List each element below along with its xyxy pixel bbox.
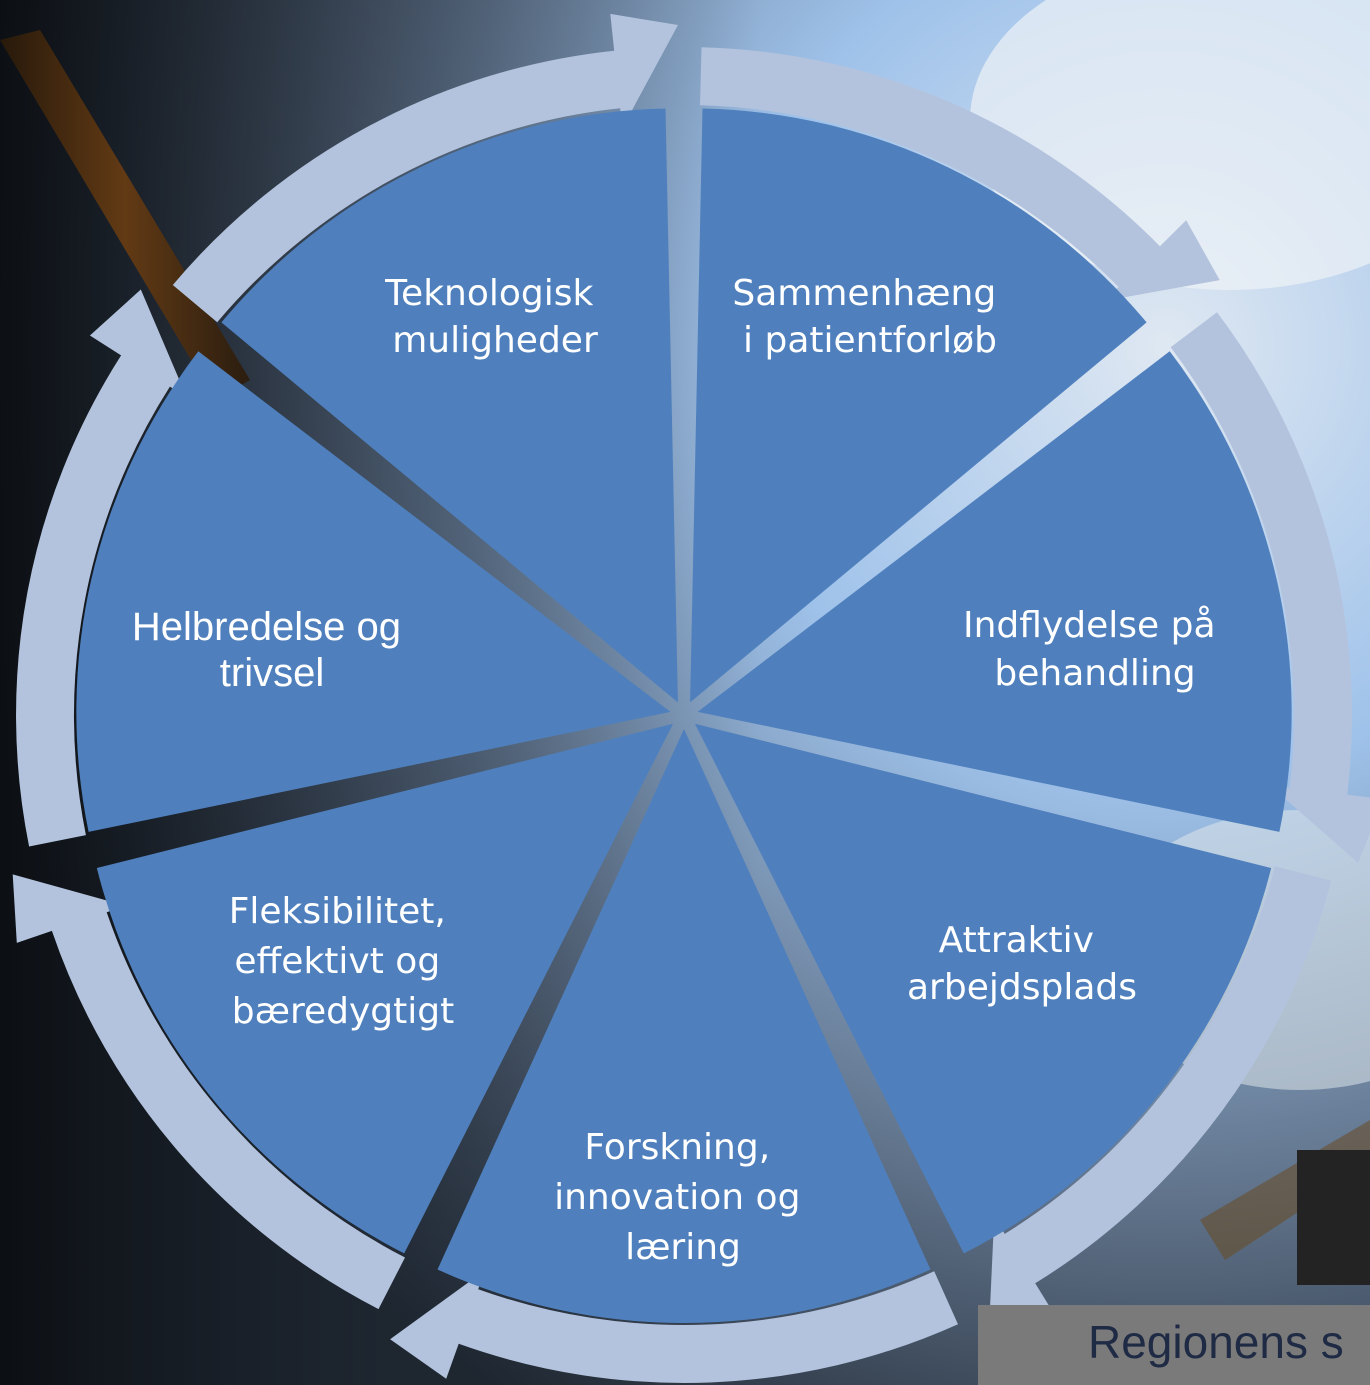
segment-label-helbredelse: Helbredelse og trivsel bbox=[132, 605, 412, 695]
segment-teknologisk bbox=[221, 108, 678, 703]
cycle-arrow-sammenhaeng bbox=[700, 47, 1220, 301]
segment-forskning bbox=[437, 729, 931, 1324]
caption-text: Regionens s bbox=[1088, 1316, 1344, 1368]
segment-label-fleksibilitet: Fleksibilitet, effektivt og bæredygtigt bbox=[229, 891, 458, 1032]
diagram-segments bbox=[76, 108, 1292, 1324]
cycle-arrow-indflydelse bbox=[1170, 312, 1370, 863]
segment-indflydelse bbox=[697, 351, 1292, 832]
cycle-arrow-forskning bbox=[390, 1270, 959, 1383]
diagram-labels: Sammenhæng i patientforløb Indflydelse p… bbox=[132, 273, 1227, 1268]
cycle-arrow-teknologisk bbox=[172, 13, 679, 323]
segment-label-forskning: Forskning, innovation og læring bbox=[554, 1127, 812, 1268]
cycle-arrow-fleksibilitet bbox=[12, 874, 405, 1310]
segment-label-sammenhaeng: Sammenhæng i patientforløb bbox=[732, 273, 1007, 361]
segment-sammenhaeng bbox=[690, 108, 1147, 703]
segment-label-teknologisk: Teknologisk muligheder bbox=[384, 273, 605, 361]
segment-label-indflydelse: Indflydelse på behandling bbox=[963, 605, 1227, 694]
cycle-arrow-helbredelse bbox=[16, 289, 187, 847]
segment-label-attraktiv: Attraktiv arbejdsplads bbox=[907, 920, 1137, 1008]
segment-fleksibilitet bbox=[96, 723, 674, 1254]
dark-panel bbox=[1297, 1150, 1370, 1285]
segment-attraktiv bbox=[694, 723, 1272, 1254]
segment-helbredelse bbox=[76, 351, 671, 832]
cycle-arrow-attraktiv bbox=[988, 866, 1332, 1334]
cycle-arrows bbox=[12, 13, 1370, 1383]
caption-bar: Regionens s bbox=[978, 1305, 1370, 1385]
